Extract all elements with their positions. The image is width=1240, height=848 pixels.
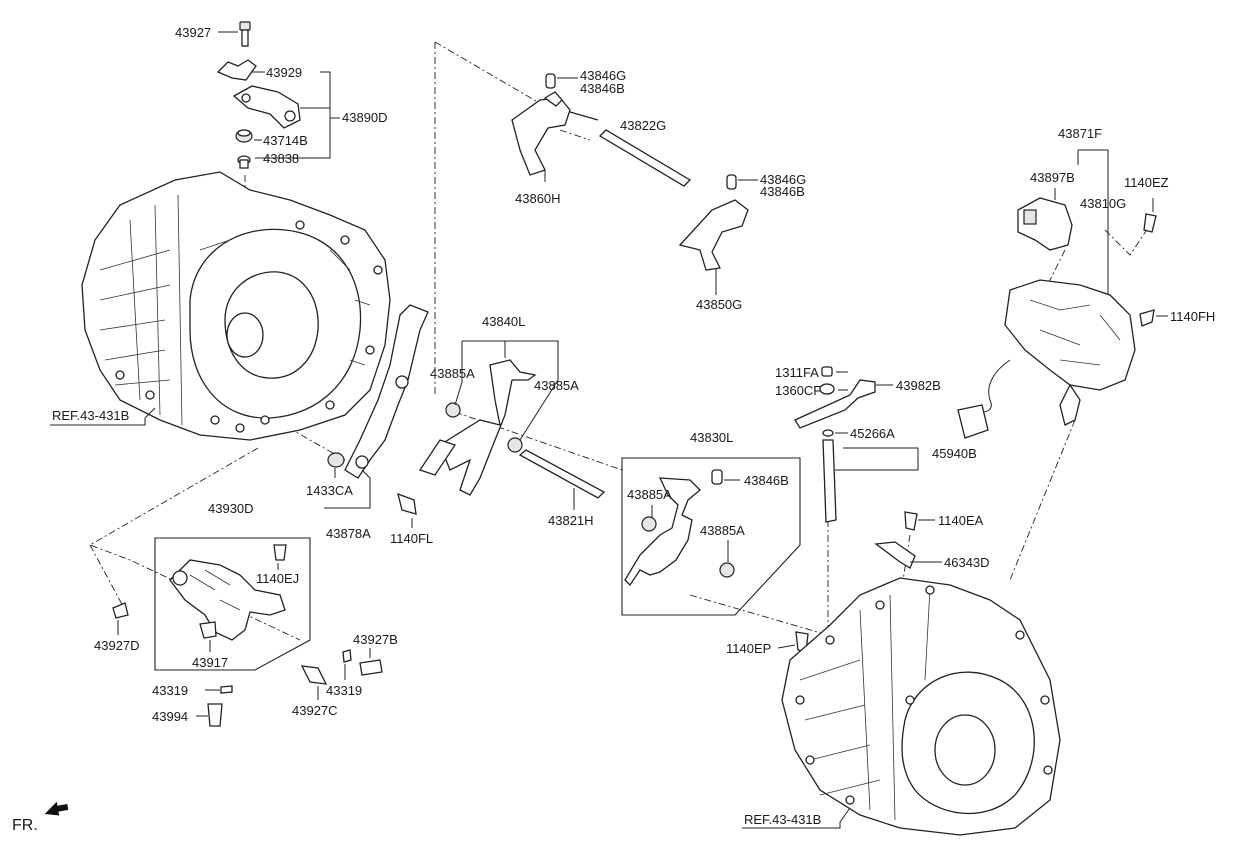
label-43930d[interactable]: 43930D xyxy=(208,501,254,516)
label-1140ej[interactable]: 1140EJ xyxy=(256,571,299,586)
bolt-1140ea xyxy=(904,511,918,531)
ref-bottom-label[interactable]: REF.43-431B xyxy=(744,812,821,827)
connector-43897b xyxy=(1017,197,1073,251)
label-43838[interactable]: 43838 xyxy=(263,151,299,166)
label-43830l[interactable]: 43830L xyxy=(690,430,733,445)
label-43885a-3[interactable]: 43885A xyxy=(627,487,672,502)
label-1140fl[interactable]: 1140FL xyxy=(390,531,433,546)
label-43846g-b[interactable]: 43846G xyxy=(760,172,806,187)
shaft-45940b xyxy=(822,439,837,523)
label-43982b[interactable]: 43982B xyxy=(896,378,941,393)
label-43850g[interactable]: 43850G xyxy=(696,297,742,312)
label-43927c[interactable]: 43927C xyxy=(292,703,338,718)
label-43860h[interactable]: 43860H xyxy=(515,191,561,206)
label-46343d[interactable]: 46343D xyxy=(944,555,990,570)
label-43878a[interactable]: 43878A xyxy=(326,526,371,541)
bolt-1140fh xyxy=(1139,309,1155,327)
label-43929[interactable]: 43929 xyxy=(266,65,302,80)
pin-43846-mid xyxy=(726,174,737,190)
label-43885a-2[interactable]: 43885A xyxy=(534,378,579,393)
label-43319-a[interactable]: 43319 xyxy=(152,683,188,698)
ref-top-box[interactable]: REF.43-431B xyxy=(50,408,146,426)
label-43897b[interactable]: 43897B xyxy=(1030,170,1075,185)
label-43810g[interactable]: 43810G xyxy=(1080,196,1126,211)
label-43821h[interactable]: 43821H xyxy=(548,513,594,528)
washer-1311fa xyxy=(821,366,833,377)
label-43917[interactable]: 43917 xyxy=(192,655,228,670)
label-43885a-1[interactable]: 43885A xyxy=(430,366,475,381)
bracket-43929 xyxy=(216,59,257,81)
bolt-1140ez xyxy=(1143,213,1157,233)
label-43846b-a[interactable]: 43846B xyxy=(580,81,625,96)
label-45266a[interactable]: 45266A xyxy=(850,426,895,441)
clip-43319 xyxy=(220,649,352,694)
label-43840l[interactable]: 43840L xyxy=(482,314,525,329)
fr-label: FR. xyxy=(12,817,38,834)
label-1140fh[interactable]: 1140FH xyxy=(1170,309,1215,324)
leader-lines xyxy=(117,31,1168,823)
rail-43822g xyxy=(598,129,692,187)
pin-43846-top xyxy=(545,73,556,89)
ref-bottom-box[interactable]: REF.43-431B xyxy=(742,812,841,829)
label-45940b[interactable]: 45940B xyxy=(932,446,977,461)
label-43846g-a[interactable]: 43846G xyxy=(580,68,626,83)
bushings-43885a-upper xyxy=(445,402,523,453)
bolt-1140fl xyxy=(397,492,417,515)
bushing-1433ca xyxy=(327,452,345,468)
bolt-43927c xyxy=(300,665,328,685)
bolt-43927d xyxy=(112,602,129,619)
lever-43982b xyxy=(794,379,876,429)
label-43319-b[interactable]: 43319 xyxy=(326,683,362,698)
label-43846b-b[interactable]: 43846B xyxy=(760,184,805,199)
part-labels: 43927 43929 43890D 43714B 43838 43846G 4… xyxy=(94,25,1215,724)
label-1140ez[interactable]: 1140EZ xyxy=(1124,175,1169,190)
fork-43860h xyxy=(511,91,599,176)
oring-45266a xyxy=(822,429,834,437)
label-43994[interactable]: 43994 xyxy=(152,709,188,724)
label-1311fa[interactable]: 1311FA xyxy=(775,365,819,380)
label-43846b-c[interactable]: 43846B xyxy=(744,473,789,488)
fork-43840l xyxy=(418,359,537,496)
bracket-43890d-plate xyxy=(232,85,301,129)
rail-43821h xyxy=(518,449,606,499)
label-1433ca[interactable]: 1433CA xyxy=(306,483,353,498)
label-43871f[interactable]: 43871F xyxy=(1058,126,1102,141)
bolt-1140ej xyxy=(273,544,287,561)
label-43822g[interactable]: 43822G xyxy=(620,118,666,133)
fork-43850g xyxy=(678,199,749,271)
lever-43878a xyxy=(344,304,429,479)
actuator-43810g xyxy=(957,279,1136,439)
box-43930d xyxy=(154,537,311,671)
label-43890d[interactable]: 43890D xyxy=(342,110,388,125)
washer-1360cf xyxy=(819,383,835,395)
front-indicator: FR. xyxy=(12,801,69,834)
label-43927d[interactable]: 43927D xyxy=(94,638,140,653)
label-1140ea[interactable]: 1140EA xyxy=(938,513,984,528)
fr-arrow-icon xyxy=(44,801,69,816)
label-1360cf[interactable]: 1360CF xyxy=(775,383,821,398)
bushing-43714b xyxy=(235,129,253,143)
label-1140ep[interactable]: 1140EP xyxy=(726,641,771,656)
bolt-43927b xyxy=(359,659,383,676)
label-43714b[interactable]: 43714B xyxy=(263,133,308,148)
label-43885a-4[interactable]: 43885A xyxy=(700,523,745,538)
transmission-case-left xyxy=(81,171,391,441)
bracket-46343d xyxy=(874,541,916,569)
transmission-case-right xyxy=(781,577,1061,836)
bolt-43917 xyxy=(199,621,217,639)
pin-43838 xyxy=(237,155,251,169)
bolt-43927 xyxy=(239,21,251,47)
box-43830l xyxy=(621,457,801,616)
label-43927b[interactable]: 43927B xyxy=(353,632,398,647)
ref-top-label[interactable]: REF.43-431B xyxy=(52,408,129,423)
label-43927[interactable]: 43927 xyxy=(175,25,211,40)
bolt-43994 xyxy=(207,703,223,727)
